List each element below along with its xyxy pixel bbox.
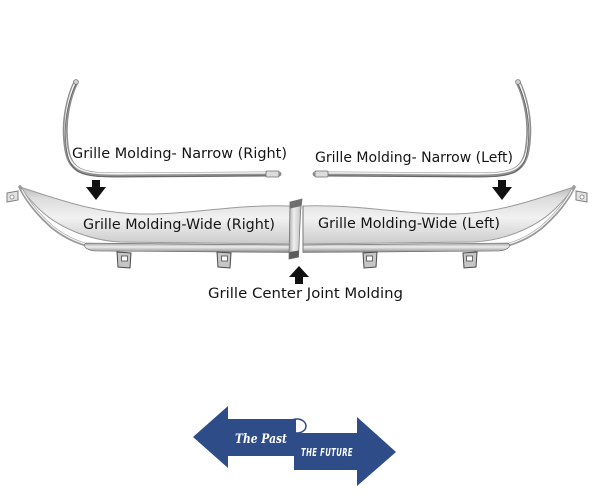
label-narrow-right: Grille Molding- Narrow (Right)	[72, 146, 287, 162]
logo-future-text: The Future	[301, 447, 353, 459]
narrow-molding-right-part	[65, 80, 279, 177]
label-wide-left: Grille Molding-Wide (Left)	[318, 216, 500, 232]
label-narrow-left: Grille Molding- Narrow (Left)	[315, 150, 513, 166]
past-arrow	[193, 406, 296, 468]
pointer-arrow-down-left	[492, 180, 512, 200]
logo-past-text: The Past	[235, 432, 287, 447]
future-arrow	[294, 417, 396, 486]
center-joint-molding-part	[288, 198, 303, 260]
label-center-joint: Grille Center Joint Molding	[208, 286, 403, 302]
pointer-arrow-up-center	[289, 266, 309, 284]
label-wide-right: Grille Molding-Wide (Right)	[83, 217, 275, 233]
pointer-arrow-down-right	[86, 180, 106, 200]
brand-logo: The Past The Future	[193, 406, 396, 486]
